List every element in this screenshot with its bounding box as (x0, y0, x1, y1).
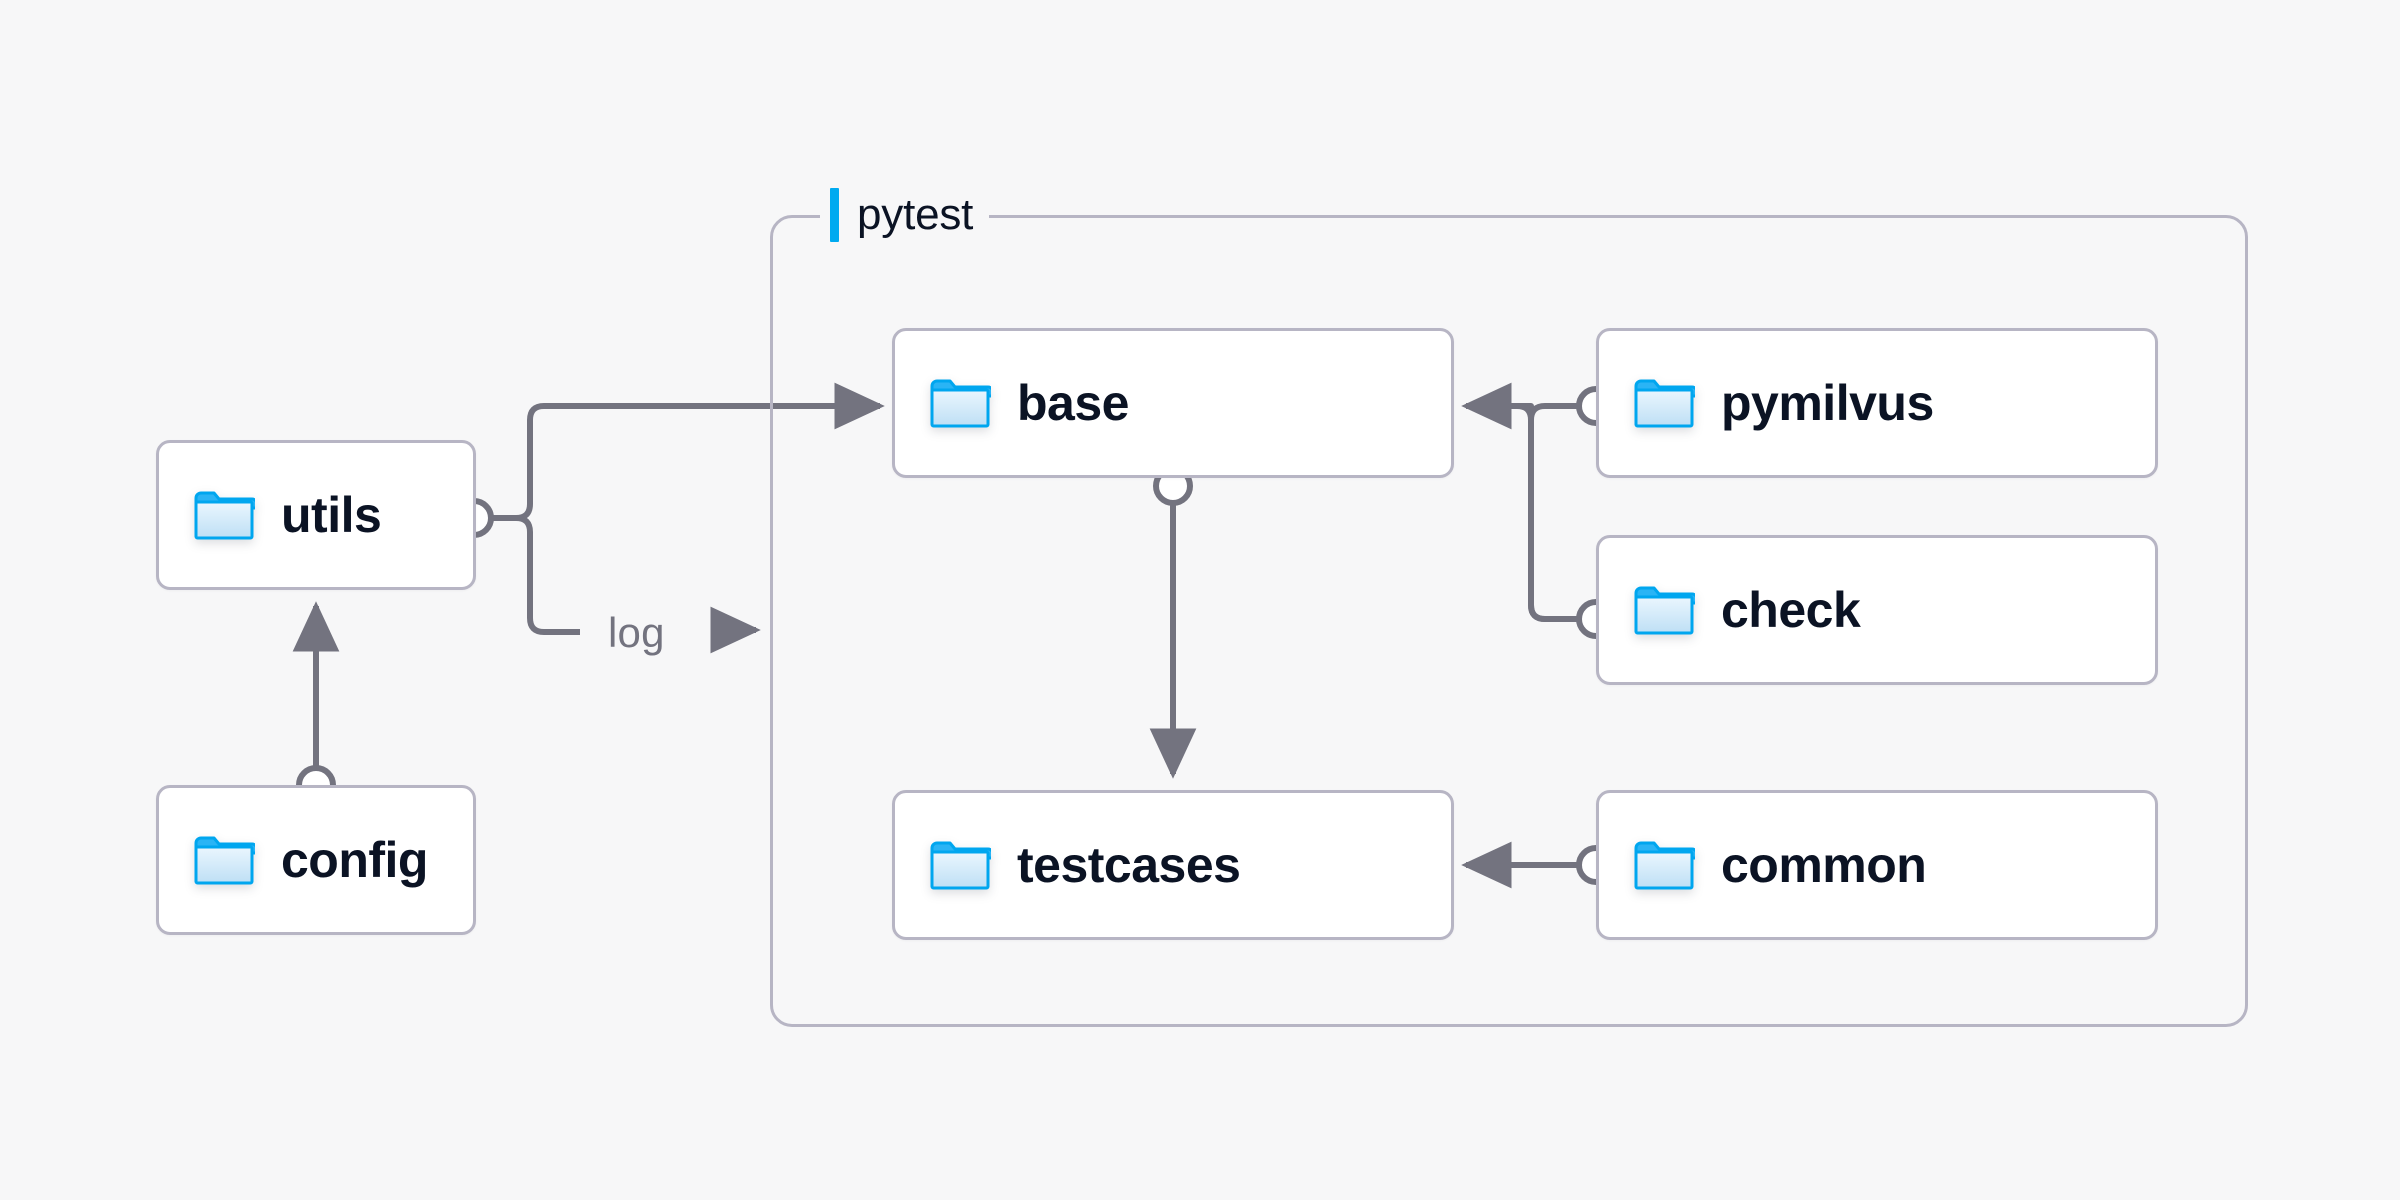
folder-icon (1633, 584, 1695, 636)
folder-icon (1633, 839, 1695, 891)
group-label-text: pytest (857, 190, 974, 239)
folder-icon (193, 834, 255, 886)
node-label: common (1721, 837, 1927, 893)
node-label: pymilvus (1721, 375, 1934, 431)
group-pytest-label: pytest (820, 187, 990, 243)
edge-label-log: log (608, 609, 665, 656)
group-pytest (770, 215, 2248, 1027)
node-label: base (1017, 375, 1129, 431)
node-label: utils (281, 487, 382, 543)
node-label: check (1721, 582, 1861, 638)
edge-utils-to-log (492, 515, 580, 635)
node-testcases[interactable]: testcases (892, 790, 1454, 940)
node-pymilvus[interactable]: pymilvus (1596, 328, 2158, 478)
node-base[interactable]: base (892, 328, 1454, 478)
node-check[interactable]: check (1596, 535, 2158, 685)
node-common[interactable]: common (1596, 790, 2158, 940)
folder-icon (929, 839, 991, 891)
folder-icon (193, 489, 255, 541)
folder-icon (929, 377, 991, 429)
group-accent-bar (830, 188, 839, 242)
folder-icon (1633, 377, 1695, 429)
node-label: config (281, 832, 428, 888)
node-label: testcases (1017, 837, 1241, 893)
node-config[interactable]: config (156, 785, 476, 935)
node-utils[interactable]: utils (156, 440, 476, 590)
